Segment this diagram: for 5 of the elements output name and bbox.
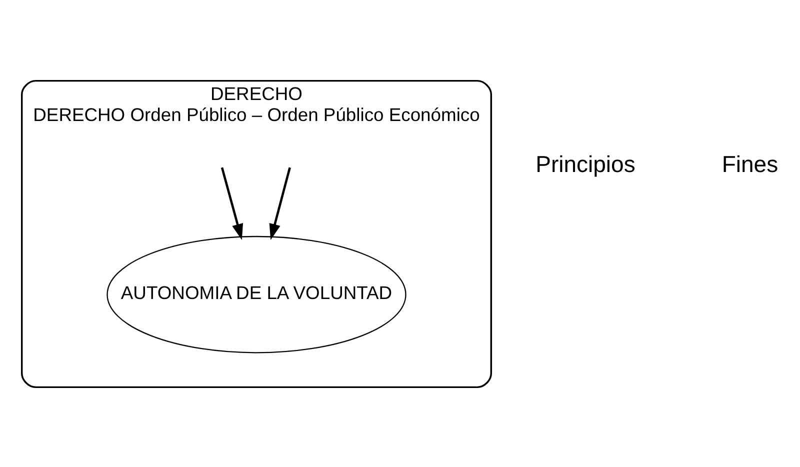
label: Principios [536, 150, 636, 177]
arrow [269, 166, 291, 240]
arrow [220, 166, 244, 240]
label: Fines [722, 150, 778, 177]
node-ellipse: AUTONOMIA DE LA VOLUNTAD [106, 235, 406, 353]
